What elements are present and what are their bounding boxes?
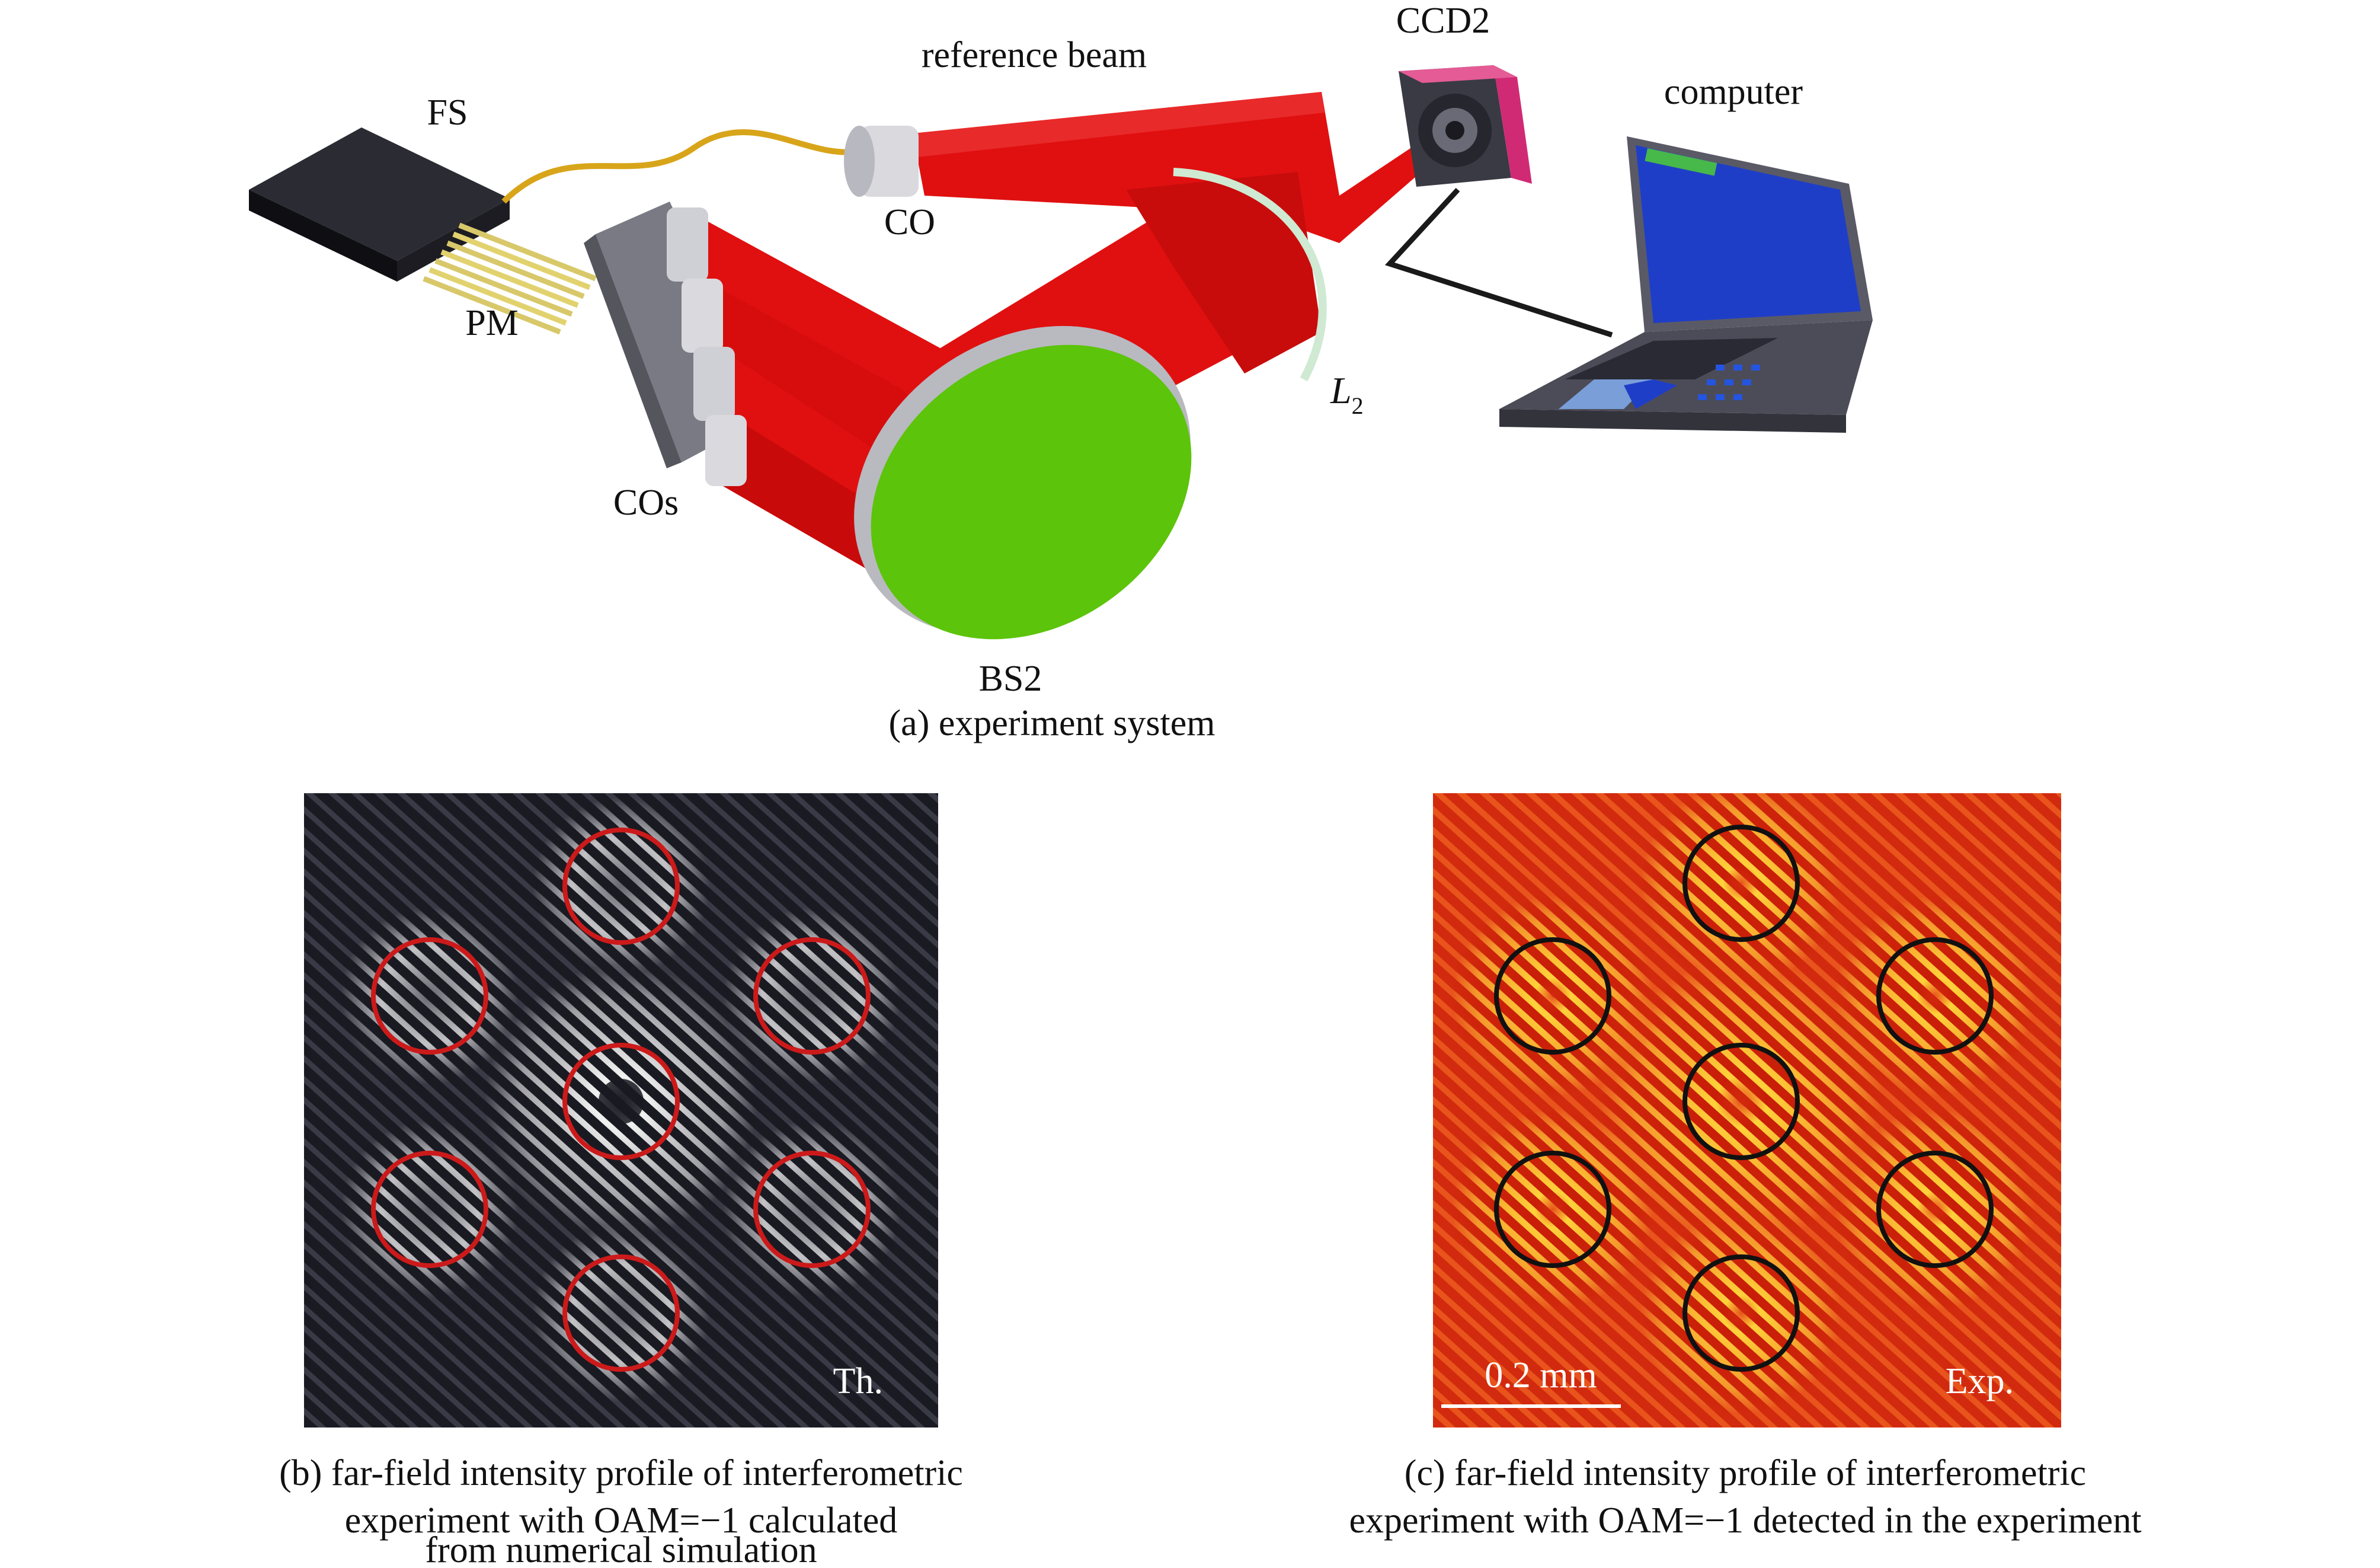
panel-b: Th. (b) far-field intensity profile of i… <box>279 793 963 1568</box>
label-ccd2: CCD2 <box>1396 1 1490 41</box>
laptop <box>1499 136 1873 433</box>
label-reference-beam: reference beam <box>922 35 1147 75</box>
label-pm: PM <box>465 303 519 343</box>
circle-bottom <box>1682 1254 1800 1372</box>
fs-box <box>249 127 510 282</box>
caption-b-line1: (b) far-field intensity profile of inter… <box>279 1453 963 1493</box>
panel-c: 0.2 mm Exp. (c) far-field intensity prof… <box>1349 793 2142 1541</box>
circle-upper-left <box>371 937 488 1055</box>
label-l2: L2 <box>1330 369 1364 419</box>
experiment-setup: FS PM COs CO reference beam CCD2 compute… <box>249 1 1873 743</box>
panel-b-circles <box>371 828 871 1372</box>
circle-bottom <box>562 1254 680 1372</box>
ccd2-camera <box>1399 65 1532 187</box>
caption-b-line3: from numerical simulation <box>425 1530 817 1568</box>
panel-c-tag: Exp. <box>1946 1361 2014 1401</box>
label-bs2: BS2 <box>979 659 1042 699</box>
caption-c-line1: (c) far-field intensity profile of inter… <box>1405 1453 2086 1493</box>
panel-c-circles <box>1494 825 1994 1372</box>
panel-c-fringes <box>1433 793 2061 1428</box>
label-fs: FS <box>427 92 468 133</box>
l2-lens <box>1173 168 1327 382</box>
cos-collimators <box>667 207 747 486</box>
caption-c-line2: experiment with OAM=−1 detected in the e… <box>1349 1500 2141 1541</box>
circle-center <box>1682 1043 1800 1160</box>
label-cos: COs <box>613 483 679 523</box>
label-co: CO <box>884 202 935 242</box>
label-l2-subscript: 2 <box>1352 392 1364 419</box>
circle-top <box>1682 825 1800 942</box>
circle-lower-left <box>371 1151 488 1268</box>
circle-lower-left <box>1494 1151 1611 1268</box>
caption-b-line2: experiment with OAM=−1 calculated <box>345 1500 897 1541</box>
circle-lower-right <box>1876 1151 1994 1268</box>
circle-top <box>562 828 680 945</box>
reference-fiber <box>501 129 860 204</box>
caption-a: (a) experiment system <box>889 703 1215 743</box>
scale-bar-label: 0.2 mm <box>1485 1355 1597 1395</box>
circle-upper-right <box>1876 937 1994 1055</box>
reference-collimator <box>844 126 919 197</box>
circle-upper-left <box>1494 937 1611 1055</box>
bs2-beam-splitter <box>854 325 1192 640</box>
circle-lower-right <box>753 1151 871 1268</box>
signal-beams <box>687 172 1322 575</box>
circle-upper-right <box>753 937 871 1055</box>
circle-center <box>562 1043 680 1160</box>
label-computer: computer <box>1664 72 1803 112</box>
panel-b-tag: Th. <box>833 1361 883 1401</box>
ccd-cable <box>1384 187 1613 338</box>
pm-fiber-array <box>423 222 597 335</box>
